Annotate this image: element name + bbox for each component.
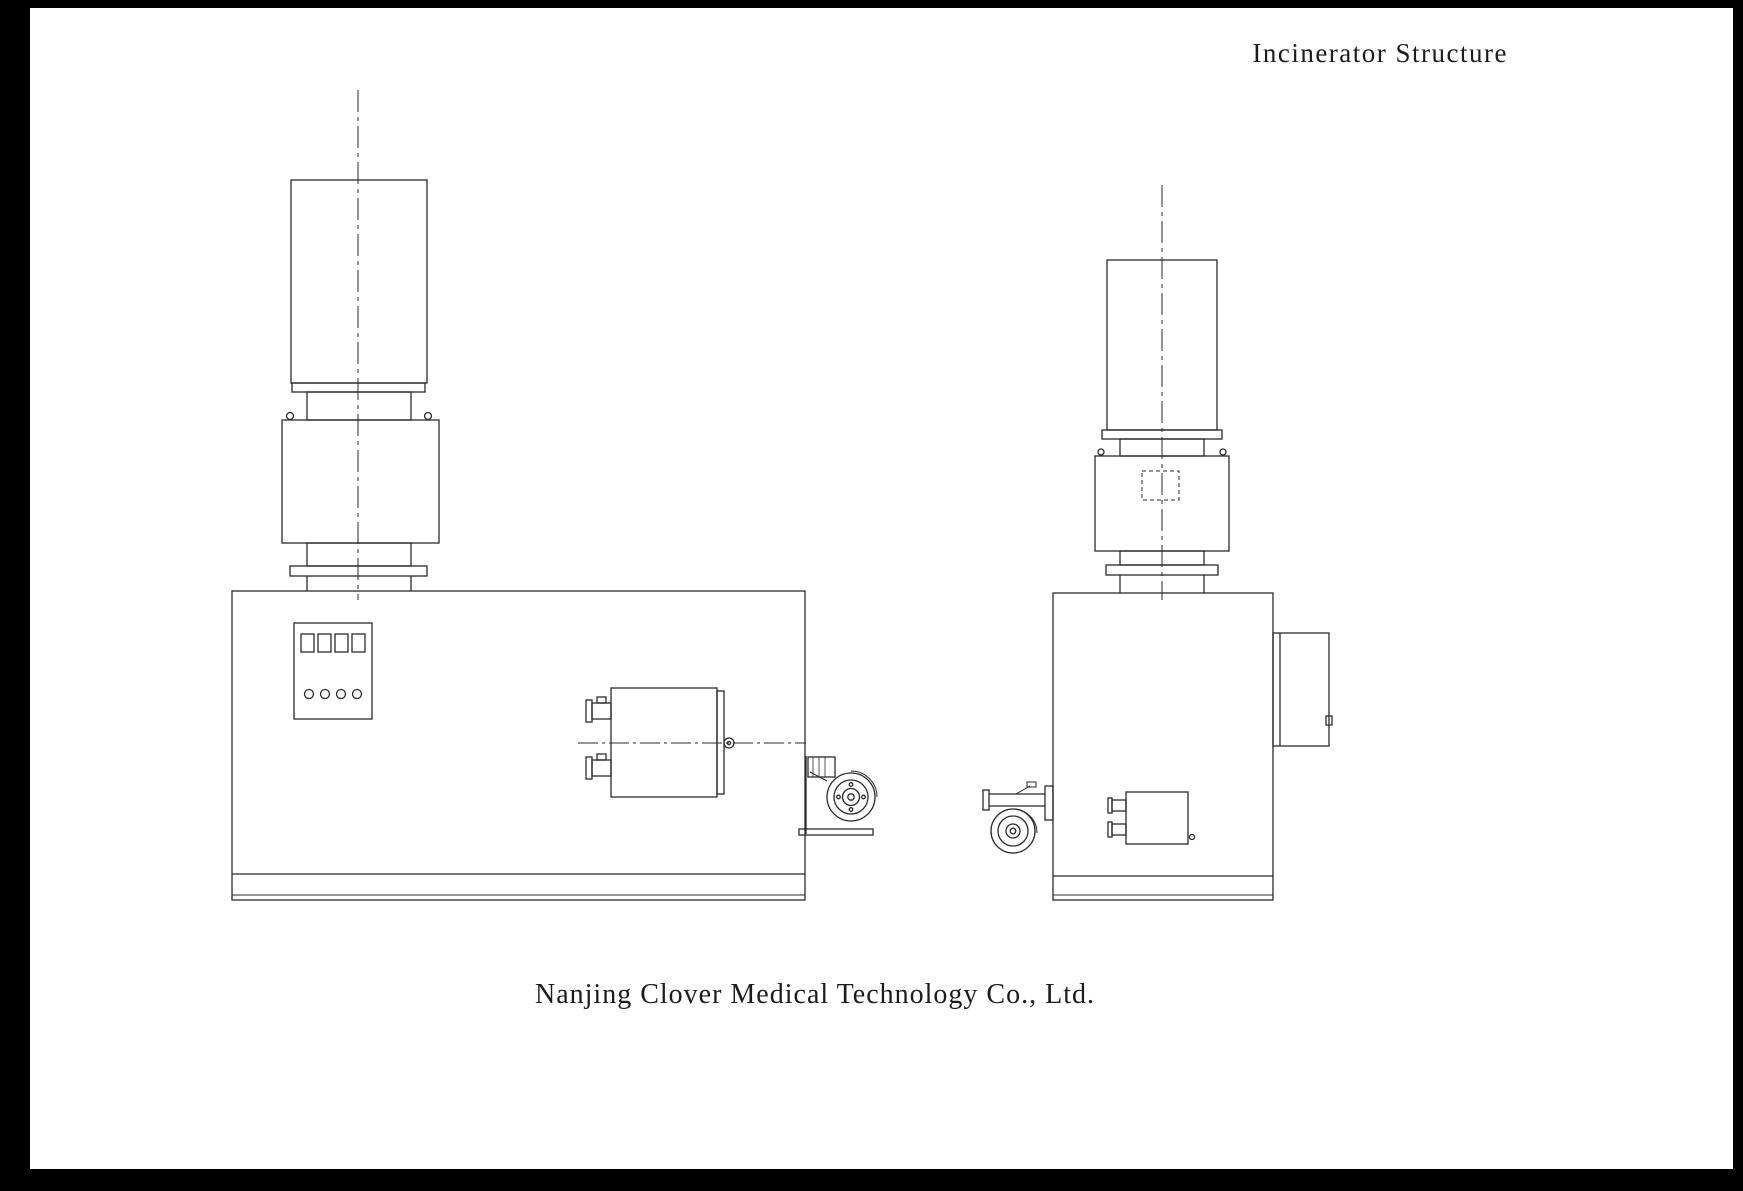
fuel-nozzle-upper	[585, 696, 612, 723]
side-nozzle-lower-flange	[1107, 821, 1113, 838]
panel-switch-4	[351, 633, 366, 653]
fuel-nozzle-lower	[585, 753, 612, 780]
panel-switch-1	[300, 633, 315, 653]
front-upper-neck	[306, 391, 412, 421]
front-burner-sight-glass-center	[726, 740, 732, 746]
front-blower-bolt-top	[848, 782, 854, 787]
front-blower-volute	[826, 772, 876, 822]
panel-indicator-2	[319, 688, 331, 700]
side-body	[1052, 592, 1274, 901]
front-expansion-chamber	[281, 419, 440, 544]
company-name: Nanjing Clover Medical Technology Co., L…	[535, 979, 1095, 1010]
front-blower-hub	[847, 793, 855, 801]
side-flange-bolt-left	[1097, 448, 1105, 456]
panel-indicator-3	[335, 688, 347, 700]
front-flange-bolt-right	[423, 411, 433, 421]
front-blower-inlet	[841, 787, 861, 807]
front-blower-scroll	[850, 770, 878, 798]
side-flange-bolt-right	[1219, 448, 1227, 456]
side-burner-sight-dot	[1188, 833, 1196, 841]
front-blower-motor	[807, 756, 836, 778]
side-chimney-flange-bottom	[1105, 564, 1219, 576]
drawing-canvas	[30, 8, 1733, 1169]
panel-switch-2	[317, 633, 332, 653]
fuel-nozzle-upper-flange	[585, 699, 593, 723]
fuel-nozzle-lower-body	[591, 759, 612, 777]
fuel-nozzle-lower-stub	[596, 753, 607, 761]
front-blower-bolt-right	[861, 794, 866, 800]
fuel-nozzle-upper-body	[591, 702, 612, 720]
front-blower-bolt-bottom	[848, 807, 854, 812]
front-blower-casing	[833, 779, 869, 815]
front-chimney-pipe	[290, 179, 428, 384]
front-chimney-flange-bottom	[289, 565, 428, 577]
side-burner	[1107, 791, 1196, 845]
side-blower-hub	[1009, 827, 1017, 835]
front-blower	[798, 756, 878, 836]
front-view	[231, 90, 878, 901]
side-door-panel	[1272, 632, 1330, 747]
front-lower-neck	[306, 542, 412, 567]
side-inspection-port	[1141, 470, 1180, 501]
front-burner-sight-glass	[723, 737, 735, 749]
side-nozzle-lower-body	[1111, 823, 1127, 836]
front-blower-foot	[798, 828, 874, 836]
panel-indicator-4	[351, 688, 363, 700]
side-door-handle	[1325, 715, 1333, 726]
panel-indicator-1	[303, 688, 315, 700]
side-burner-box	[1125, 791, 1189, 845]
side-nozzle-upper-flange	[1107, 797, 1113, 814]
panel-switch-3	[334, 633, 349, 653]
control-panel	[293, 622, 373, 720]
side-pipe-end-cap	[982, 789, 990, 811]
side-pipe-flange	[1044, 785, 1054, 821]
side-blower-casing	[997, 815, 1029, 847]
front-blower-link	[809, 771, 828, 782]
side-blower	[982, 781, 1054, 854]
side-door	[1272, 632, 1333, 747]
front-burner	[578, 687, 806, 798]
side-damper-handle	[1026, 781, 1037, 788]
control-panel-box	[293, 622, 373, 720]
side-view	[982, 185, 1333, 901]
side-nozzle-upper-body	[1111, 799, 1127, 812]
front-flange-bolt-left	[285, 411, 295, 421]
front-blower-bolt-left	[836, 794, 841, 800]
fuel-nozzle-lower-flange	[585, 756, 593, 780]
side-blower-scroll	[1012, 808, 1038, 834]
drawing-title: Incinerator Structure	[1252, 38, 1508, 68]
fuel-nozzle-upper-stub	[596, 696, 607, 704]
side-blower-inlet	[1005, 823, 1021, 839]
front-body	[231, 590, 806, 901]
